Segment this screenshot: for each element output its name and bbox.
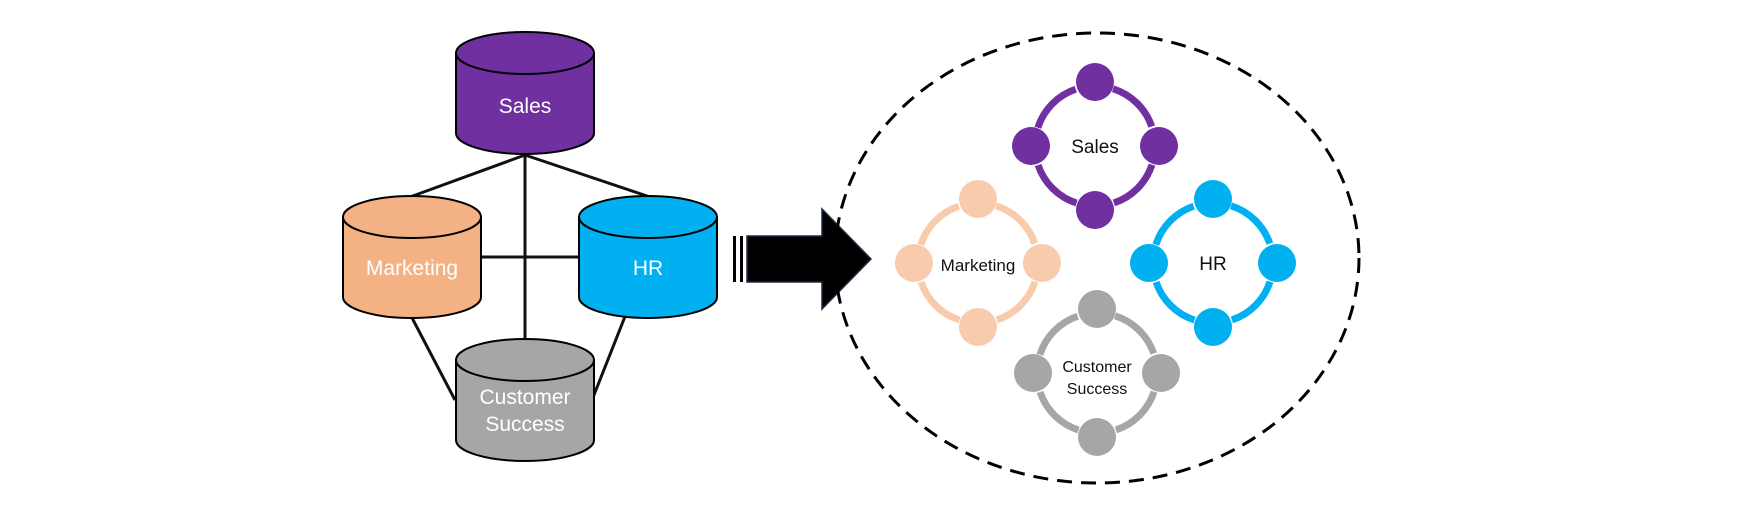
team-member-node <box>1076 63 1114 101</box>
sales-silo-top <box>455 31 595 75</box>
arrow-tail-stripe <box>733 236 736 282</box>
team-member-node <box>1194 308 1232 346</box>
customer-success-silo-label-line1: Customer <box>479 386 570 409</box>
team-member-node <box>1014 354 1052 392</box>
team-member-node <box>1076 191 1114 229</box>
customer-success-team-label-line2: Success <box>1067 381 1127 398</box>
hr-team-label: HR <box>1199 254 1226 275</box>
link-marketing-customer-success <box>408 313 457 401</box>
link-hr-customer-success <box>590 313 628 401</box>
sales-silo: Sales <box>455 31 595 155</box>
marketing-silo: Marketing <box>342 195 482 319</box>
hr-team: HR <box>1130 180 1296 346</box>
team-member-node <box>1258 244 1296 282</box>
customer-success-team: Customer Success <box>1014 290 1180 456</box>
customer-success-silo-top <box>455 338 595 382</box>
arrow-head <box>746 207 873 311</box>
marketing-silo-body <box>342 216 482 319</box>
team-boundary <box>833 31 1361 485</box>
customer-success-silo-label-line2: Success <box>485 413 564 436</box>
team-member-node <box>1023 244 1061 282</box>
hr-silo-label: HR <box>633 257 663 280</box>
sales-team: Sales <box>1012 63 1178 229</box>
team-member-node <box>1078 418 1116 456</box>
marketing-silo-top <box>342 195 482 239</box>
link-sales-marketing <box>409 153 526 199</box>
sales-team-label: Sales <box>1071 137 1119 158</box>
silo-network: Sales Marketing HR Customer Success <box>342 31 718 462</box>
team-member-node <box>895 244 933 282</box>
customer-success-silo-body <box>455 359 595 462</box>
team-member-node <box>959 180 997 218</box>
marketing-silo-label: Marketing <box>366 257 458 280</box>
marketing-team-label: Marketing <box>941 256 1016 275</box>
link-sales-hr <box>524 153 651 199</box>
sales-silo-label: Sales <box>499 95 552 118</box>
team-member-node <box>1140 127 1178 165</box>
customer-success-team-label-line1: Customer <box>1062 359 1132 376</box>
arrow-right-icon <box>733 207 873 311</box>
team-member-node <box>1130 244 1168 282</box>
team-member-node <box>959 308 997 346</box>
team-member-node <box>1012 127 1050 165</box>
sales-silo-body <box>455 52 595 155</box>
hr-silo: HR <box>578 195 718 319</box>
hr-silo-top <box>578 195 718 239</box>
arrow-tail-stripe <box>740 236 743 282</box>
marketing-team: Marketing <box>895 180 1061 346</box>
team-member-node <box>1078 290 1116 328</box>
team-member-node <box>1194 180 1232 218</box>
hr-silo-body <box>578 216 718 319</box>
customer-success-silo: Customer Success <box>455 338 595 462</box>
team-member-node <box>1142 354 1180 392</box>
